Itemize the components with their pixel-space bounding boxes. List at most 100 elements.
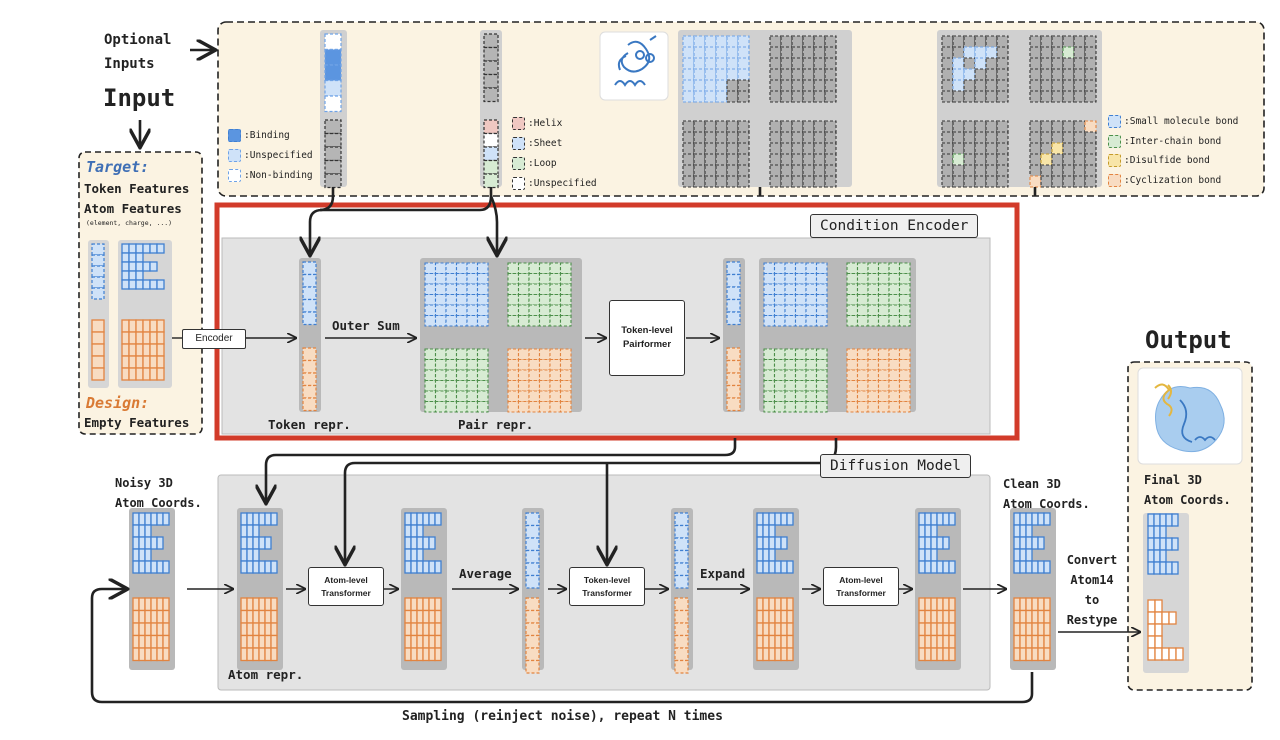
atom-cell xyxy=(1154,611,1163,625)
average-label: Average xyxy=(459,566,512,581)
pair-cell xyxy=(867,314,880,327)
binding-column-design xyxy=(324,119,342,189)
non-binding-swatch-icon xyxy=(228,169,241,182)
token-cell xyxy=(674,622,689,637)
pair-cell xyxy=(434,379,447,392)
pair-cell xyxy=(466,390,479,403)
atom-cell xyxy=(1153,537,1161,551)
token-cell xyxy=(483,173,499,189)
pair-cell xyxy=(846,358,859,371)
atom-cell xyxy=(774,536,782,550)
token-cell xyxy=(91,343,105,357)
pair-cell xyxy=(773,390,786,403)
atom-cell xyxy=(128,270,137,281)
pair-cell xyxy=(846,390,859,403)
atom-cell xyxy=(128,355,137,369)
pair-cell xyxy=(856,369,869,382)
noisy-coords-line2: Atom Coords. xyxy=(115,496,202,510)
pair-cell xyxy=(996,175,1009,188)
clean-coords-label: Clean 3D Atom Coords. xyxy=(1003,474,1090,514)
atom-cell xyxy=(1147,599,1156,613)
pair-cell xyxy=(445,369,458,382)
atom-cell xyxy=(142,355,151,369)
pair-cell xyxy=(737,153,750,166)
token-repr-to-atom-repr-arrow xyxy=(266,438,737,502)
pair-cell xyxy=(784,400,797,413)
pair-cell xyxy=(476,369,489,382)
pairformer-line2: Pairformer xyxy=(622,339,672,350)
atom-cell xyxy=(410,512,418,526)
token-cell xyxy=(483,73,499,89)
pair-cell xyxy=(974,142,987,155)
atom-cell xyxy=(768,536,776,550)
pair-cell xyxy=(434,272,447,285)
atom-cell xyxy=(1171,513,1179,527)
pair-cell xyxy=(424,400,437,413)
pair-cell xyxy=(424,262,437,275)
pair-cell xyxy=(773,314,786,327)
pair-cell xyxy=(815,379,828,392)
pair-cell xyxy=(424,358,437,371)
pair-cell xyxy=(784,262,797,275)
pair-cell xyxy=(476,390,489,403)
pairformer-line1: Token-level xyxy=(621,325,673,336)
token-cell xyxy=(525,512,540,527)
pair-cell xyxy=(1073,79,1086,92)
noisy-coords-design xyxy=(132,597,170,662)
pair-cell xyxy=(466,304,479,317)
pair-cell xyxy=(867,358,880,371)
pair-cell xyxy=(1029,131,1042,144)
pair-cell xyxy=(715,46,728,59)
pair-cell xyxy=(794,314,807,327)
atom-cell xyxy=(1025,647,1033,662)
atom-cell xyxy=(1013,622,1021,637)
token-cell xyxy=(525,524,540,539)
atom-cell xyxy=(948,560,956,574)
pair-cell xyxy=(424,348,437,361)
pair-cell xyxy=(773,262,786,275)
unspecified-ss-swatch-icon xyxy=(512,177,525,190)
pair-cell xyxy=(974,46,987,59)
atom-cell xyxy=(428,560,436,574)
atom-cell xyxy=(142,319,151,333)
atom-cell xyxy=(1043,647,1051,662)
token-cell xyxy=(91,331,105,345)
pair-cell xyxy=(805,272,818,285)
pair-cell xyxy=(996,142,1009,155)
pair-cell xyxy=(726,90,739,103)
pair-cell xyxy=(507,379,520,392)
pair-cell xyxy=(559,358,572,371)
atom-cell xyxy=(156,343,165,357)
ligand-icon xyxy=(1154,383,1173,417)
pair-cell xyxy=(726,46,739,59)
pair-cell xyxy=(780,68,793,81)
atom-cell xyxy=(930,548,938,562)
pair-cell xyxy=(856,304,869,317)
atom-cell xyxy=(135,243,144,254)
bond-legend-item: :Small molecule bond xyxy=(1108,112,1238,132)
atom-cell xyxy=(1147,537,1155,551)
pair-cell xyxy=(549,272,562,285)
pair-cell xyxy=(726,57,739,70)
pair-cell xyxy=(1084,35,1097,48)
pair-cell xyxy=(763,283,776,296)
pair-cell xyxy=(888,293,901,306)
pair-cell xyxy=(517,304,530,317)
unspecified-swatch-icon xyxy=(228,149,241,162)
atom-cell xyxy=(149,355,158,369)
atom-cell xyxy=(121,319,130,333)
atom-cell xyxy=(428,512,436,526)
pair-cell xyxy=(445,314,458,327)
pair-cell xyxy=(974,175,987,188)
atom-cell xyxy=(1159,561,1167,575)
pair-cell xyxy=(693,68,706,81)
pair-cell xyxy=(996,68,1009,81)
pair-cell xyxy=(763,400,776,413)
pair-cell xyxy=(815,390,828,403)
pair-cell xyxy=(941,57,954,70)
token-cell xyxy=(525,549,540,564)
pair-cell xyxy=(856,262,869,275)
pair-cell xyxy=(780,164,793,177)
pair-cell xyxy=(963,153,976,166)
pair-cell xyxy=(784,283,797,296)
